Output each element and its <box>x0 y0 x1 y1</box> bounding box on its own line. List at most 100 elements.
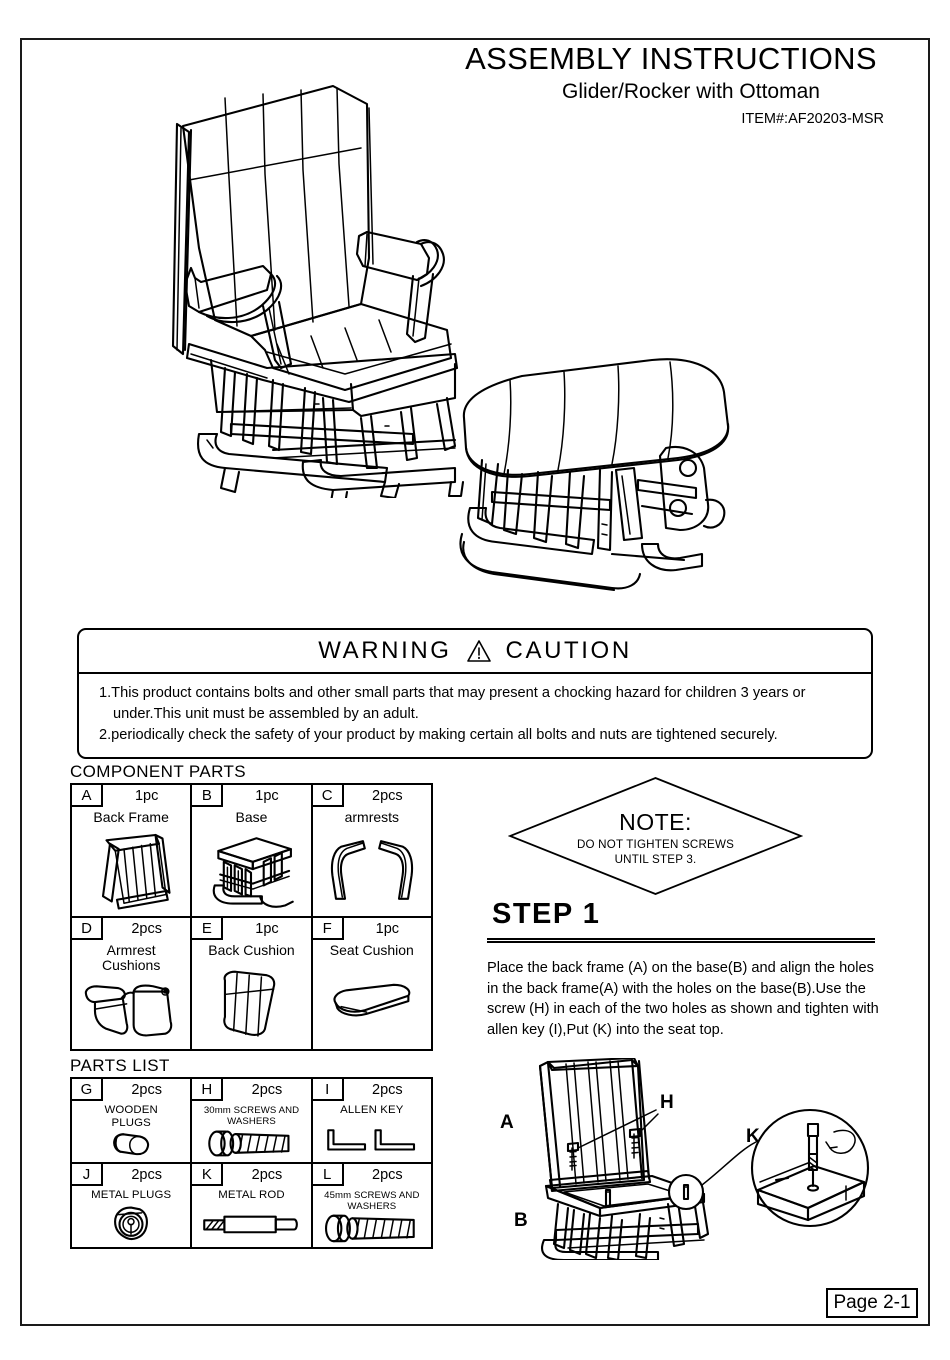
metal-plugs-icon <box>72 1202 190 1247</box>
part-cell-f: F 1pc Seat Cushion <box>310 918 431 1049</box>
part-cell-e: E 1pc Back Cushion <box>190 918 310 1049</box>
part-name: METAL ROD <box>218 1189 285 1201</box>
part-qty: 2pcs <box>372 1167 403 1183</box>
part-header: E 1pc <box>192 918 310 940</box>
warning-triangle-icon <box>466 640 491 662</box>
page-title: ASSEMBLY INSTRUCTIONS <box>465 41 877 76</box>
part-name: armrests <box>344 809 400 825</box>
part-qty: 1pc <box>255 788 279 804</box>
step-1-figure: A B H K <box>500 1058 888 1260</box>
part-header: B 1pc <box>192 785 310 807</box>
part-qty: 1pc <box>375 921 400 937</box>
note-body: DO NOT TIGHTEN SCREWS UNTIL STEP 3. <box>576 838 735 866</box>
parts-list-table: G 2pcs WOODEN PLUGS H 2pcs 30mm SCREWS A… <box>70 1077 433 1249</box>
armrests-icon <box>313 825 431 916</box>
ottoman-illustration <box>452 348 742 603</box>
part-letter: A <box>72 785 103 807</box>
part-cell-k: K 2pcs METAL ROD <box>190 1164 310 1247</box>
part-cell-c: C 2pcs armrests <box>310 785 431 916</box>
figure-label-h: H <box>660 1092 674 1113</box>
table-row: D 2pcs Armrest Cushions E <box>72 916 431 1049</box>
metal-rod-icon <box>192 1202 310 1247</box>
base-icon <box>192 825 310 916</box>
item-number: ITEM#:AF20203-MSR <box>741 111 884 128</box>
screw-h-right <box>630 1129 640 1158</box>
part-cell-b: B 1pc Base <box>190 785 310 916</box>
part-qty: 2pcs <box>251 1167 283 1183</box>
glider-rocker-chair-illustration <box>155 68 475 498</box>
part-cell-a: A 1pc Back Frame <box>72 785 190 916</box>
part-qty: 1pc <box>255 921 279 937</box>
note-content: NOTE: DO NOT TIGHTEN SCREWS UNTIL STEP 3… <box>508 776 803 896</box>
part-name: Back Frame <box>93 809 169 825</box>
page-number: Page 2-1 <box>826 1288 918 1318</box>
part-header: D 2pcs <box>72 918 190 940</box>
part-letter: C <box>312 785 344 807</box>
wooden-plugs-icon <box>72 1130 190 1162</box>
part-letter: B <box>192 785 224 807</box>
part-cell-d: D 2pcs Armrest Cushions <box>72 918 190 1049</box>
note-label: NOTE: <box>619 809 692 836</box>
warning-line-3: 2.periodically check the safety of your … <box>99 727 778 744</box>
parts-list-title: PARTS LIST <box>70 1056 170 1075</box>
part-cell-j: J 2pcs METAL PLUGS <box>72 1164 190 1247</box>
screw-45mm-icon <box>313 1212 431 1247</box>
part-header: G 2pcs <box>72 1079 190 1101</box>
part-header: F 1pc <box>312 918 431 940</box>
part-name: 30mm SCREWS AND WASHERS <box>203 1105 300 1128</box>
part-qty: 2pcs <box>372 788 403 804</box>
document-header: ASSEMBLY INSTRUCTIONS Glider/Rocker with… <box>440 41 902 128</box>
part-cell-l: L 2pcs 45mm SCREWS AND WASHERS <box>310 1164 431 1247</box>
part-cell-i: I 2pcs ALLEN KEY <box>310 1079 431 1162</box>
part-header: A 1pc <box>72 785 190 807</box>
part-letter: E <box>192 918 224 940</box>
warning-heading: WARNING CAUTION <box>79 630 871 674</box>
part-header: K 2pcs <box>192 1164 310 1186</box>
warning-text: 1.This product contains bolts and other … <box>79 674 871 757</box>
part-letter: K <box>192 1164 224 1186</box>
part-name: Seat Cushion <box>329 942 414 958</box>
part-name: Base <box>235 809 268 825</box>
part-name: WOODEN PLUGS <box>104 1104 158 1130</box>
step-title: STEP 1 <box>492 898 601 930</box>
warning-box: WARNING CAUTION 1.This product contains … <box>77 628 873 760</box>
page-border <box>20 38 930 1326</box>
table-row: A 1pc Back Frame B <box>72 785 431 916</box>
warning-line-1: 1.This product contains bolts and other … <box>99 685 806 701</box>
part-letter: F <box>312 918 344 940</box>
part-header: C 2pcs <box>312 785 431 807</box>
figure-label-b: B <box>514 1210 528 1231</box>
part-name: Armrest Cushions <box>101 942 161 974</box>
part-header: I 2pcs <box>312 1079 431 1101</box>
part-letter: G <box>72 1079 103 1101</box>
part-header: H 2pcs <box>192 1079 310 1101</box>
part-qty: 2pcs <box>131 1082 162 1098</box>
part-letter: I <box>312 1079 344 1101</box>
part-header: J 2pcs <box>72 1164 190 1186</box>
part-name: Back Cushion <box>208 942 295 958</box>
part-qty: 2pcs <box>131 1167 162 1183</box>
part-qty: 1pc <box>134 788 159 804</box>
note-diamond-shape <box>508 777 803 895</box>
part-cell-h: H 2pcs 30mm SCREWS AND WASHERS <box>190 1079 310 1162</box>
seat-cushion-icon <box>313 958 431 1049</box>
component-parts-title: COMPONENT PARTS <box>70 762 247 781</box>
back-cushion-icon <box>192 958 310 1049</box>
part-name: ALLEN KEY <box>340 1104 404 1116</box>
part-name: 45mm SCREWS AND WASHERS <box>324 1190 420 1213</box>
screw-30mm-icon <box>192 1127 310 1162</box>
screw-h-left <box>568 1143 578 1170</box>
caution-label: CAUTION <box>505 637 632 664</box>
component-parts-table: A 1pc Back Frame B <box>70 783 433 1051</box>
figure-label-a: A <box>500 1112 514 1133</box>
part-qty: 2pcs <box>372 1082 403 1098</box>
product-subtitle: Glider/Rocker with Ottoman <box>562 80 820 104</box>
step-divider <box>487 938 875 943</box>
part-letter: D <box>72 918 103 940</box>
warning-line-2: under.This unit must be assembled by an … <box>113 706 419 723</box>
part-letter: L <box>312 1164 344 1186</box>
back-frame-icon <box>72 825 190 916</box>
part-cell-g: G 2pcs WOODEN PLUGS <box>72 1079 190 1162</box>
part-qty: 2pcs <box>251 1082 283 1098</box>
part-letter: J <box>72 1164 103 1186</box>
